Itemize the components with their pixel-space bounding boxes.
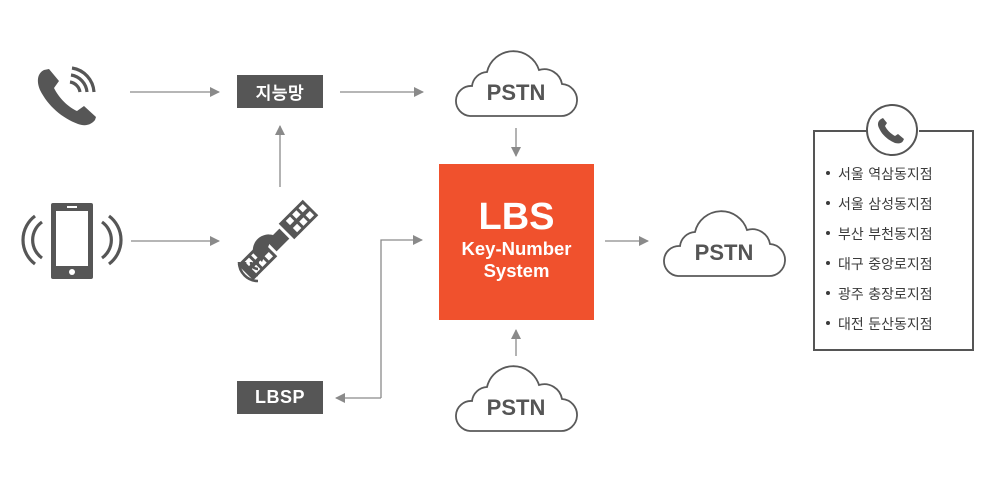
pstn-right-label: PSTN [694, 240, 754, 265]
phone-ringing-icon [37, 66, 96, 126]
connector-core-to-lbsp [380, 235, 423, 398]
bullet [826, 201, 830, 205]
branch-list: 서울 역삼동지점 서울 삼성동지점 부산 부천동지점 대구 중앙로지점 광주 충… [826, 160, 933, 340]
branch-name: 서울 삼성동지점 [838, 197, 933, 213]
satellite-icon [237, 199, 319, 283]
intelligent-network-label: 지능망 [255, 84, 305, 104]
core-subtitle-line1: Key-Number [461, 238, 572, 259]
branch-name: 광주 충장로지점 [838, 287, 933, 303]
cloud-pstn-right [663, 210, 786, 277]
bullet [826, 261, 830, 265]
intelligent-network-node: 지능망 [237, 75, 323, 108]
cloud-pstn-top [455, 50, 578, 117]
branch-item: 광주 충장로지점 [826, 280, 933, 310]
pstn-top-label: PSTN [486, 80, 546, 105]
core-title: LBS [478, 196, 555, 238]
core-subtitle-line2: System [483, 260, 550, 281]
branch-item: 부산 부천동지점 [826, 220, 933, 250]
branch-name: 대전 둔산동지점 [838, 317, 933, 333]
branch-name: 부산 부천동지점 [838, 227, 933, 243]
cloud-pstn-bottom [455, 365, 578, 432]
bullet [826, 171, 830, 175]
lbs-core-node: LBS Key-Number System [439, 164, 594, 320]
lbsp-label: LBSP [254, 387, 305, 407]
branch-name: 서울 역삼동지점 [838, 167, 933, 183]
box-top-border-left [815, 130, 868, 132]
branch-item: 대전 둔산동지점 [826, 310, 933, 340]
edges [130, 87, 649, 403]
pstn-bottom-label: PSTN [486, 395, 546, 420]
branch-name: 대구 중앙로지점 [838, 257, 933, 273]
mobile-phone-vibrate-icon [21, 203, 123, 279]
branch-item: 서울 삼성동지점 [826, 190, 933, 220]
bullet [826, 231, 830, 235]
box-top-border-right [919, 130, 972, 132]
branch-item: 서울 역삼동지점 [826, 160, 933, 190]
branch-item: 대구 중앙로지점 [826, 250, 933, 280]
branch-list-box [813, 130, 974, 351]
bullet [826, 291, 830, 295]
lbsp-node: LBSP [237, 381, 323, 414]
bullet [826, 321, 830, 325]
